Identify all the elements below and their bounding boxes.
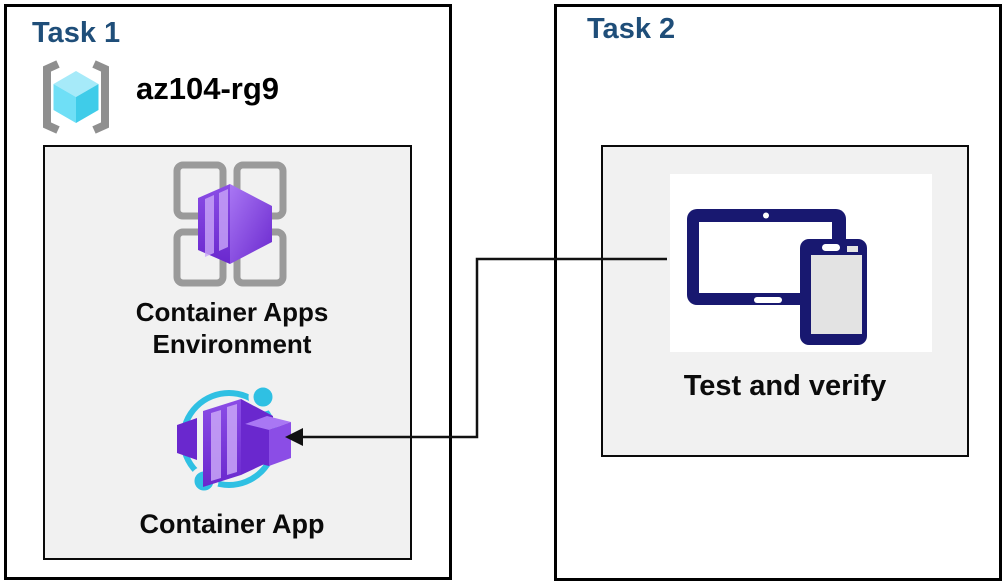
- orbit-dot: [248, 382, 278, 412]
- right-box-top-face: [245, 416, 291, 430]
- phone-screen: [811, 255, 862, 334]
- bracket-left: [43, 60, 60, 134]
- device-panel: [670, 174, 932, 352]
- container-apps-environment-icon: [173, 161, 287, 287]
- cube-right-face: [76, 84, 99, 123]
- bracket-right: [92, 60, 109, 134]
- main-box-stripe: [227, 404, 237, 475]
- container-right-face: [230, 184, 272, 264]
- tablet-home-button: [754, 297, 782, 303]
- test-devices-icon: [687, 209, 867, 345]
- task1-box: Task 1 az104-rg9: [4, 4, 452, 580]
- tablet-camera: [763, 212, 769, 219]
- main-box-stripe: [211, 410, 221, 481]
- task1-title: Task 1: [32, 17, 121, 49]
- phone-camera-notch: [847, 246, 858, 252]
- task2-title: Task 2: [587, 13, 676, 45]
- cube-left-face: [53, 84, 76, 123]
- environment-caption: Container Apps Environment: [135, 297, 329, 359]
- container-app-caption: Container App: [139, 509, 325, 539]
- right-box-left-face: [245, 424, 269, 466]
- resource-group-icon: [43, 60, 109, 134]
- test-caption: Test and verify: [683, 370, 887, 402]
- resource-group-name: az104-rg9: [136, 71, 280, 106]
- task2-box: Task 2 Test and verify: [554, 4, 1002, 581]
- left-wing-box: [177, 418, 197, 460]
- container-stripe: [219, 189, 228, 251]
- container-stripe: [205, 195, 214, 257]
- container-app-icon: [177, 382, 291, 496]
- phone-speaker: [822, 244, 840, 251]
